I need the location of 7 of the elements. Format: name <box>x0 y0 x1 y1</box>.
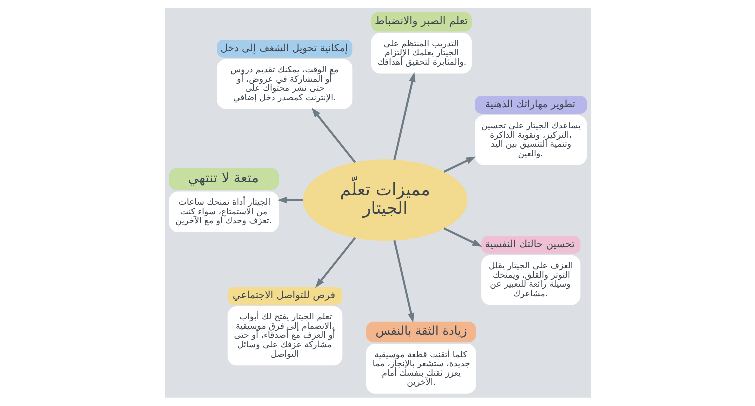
arrow <box>393 240 414 323</box>
arrow <box>443 156 476 173</box>
arrow <box>314 238 356 288</box>
arrow <box>277 196 303 204</box>
arrow <box>393 72 416 160</box>
arrow <box>443 228 482 247</box>
arrow <box>311 108 356 164</box>
